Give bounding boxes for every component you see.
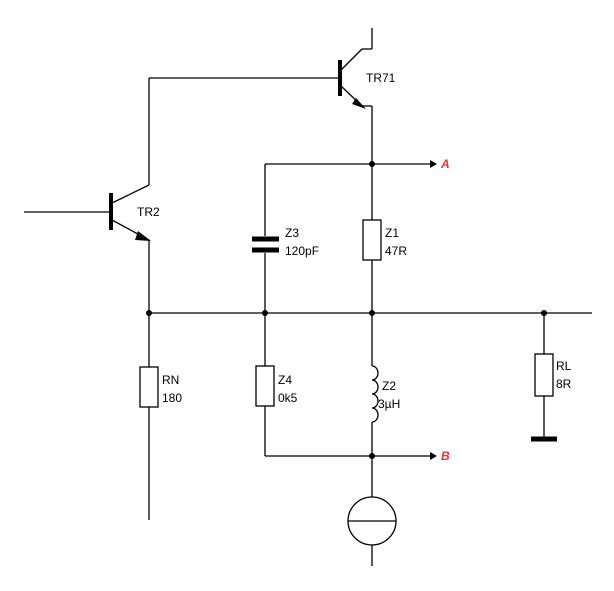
resistor-rn <box>139 366 159 408</box>
resistor-z1 <box>362 219 382 261</box>
junction-dot <box>262 310 268 316</box>
inductor-z2 <box>371 365 379 423</box>
capacitor-z3 <box>252 236 279 253</box>
tr2-emitter-arrow <box>135 231 151 241</box>
transistor-tr71 <box>149 28 373 164</box>
z3-label: Z3 <box>285 226 299 240</box>
rl-value: 8R <box>556 377 572 391</box>
junction-dot <box>369 453 375 459</box>
tr71-emitter-arrow <box>352 98 366 109</box>
rn-value: 180 <box>162 391 182 405</box>
junction-dot <box>146 310 152 316</box>
junction-dot <box>369 161 375 167</box>
z2-label: Z2 <box>382 379 396 393</box>
meter-symbol <box>347 496 397 566</box>
z3-value: 120pF <box>285 244 319 258</box>
junction-dot <box>541 310 547 316</box>
rn-label: RN <box>162 373 179 387</box>
node-b-label: B <box>441 449 450 463</box>
z2-value: 3µH <box>378 397 400 411</box>
node-a-arrow <box>430 160 437 168</box>
z1-value: 47R <box>385 244 407 258</box>
transistor-tr2 <box>24 78 151 313</box>
node-b-arrow <box>430 452 437 460</box>
tr2-label: TR2 <box>137 205 160 219</box>
resistor-z4 <box>255 365 275 407</box>
rl-label: RL <box>556 359 572 373</box>
z1-label: Z1 <box>385 226 399 240</box>
z4-label: Z4 <box>278 373 292 387</box>
tr71-collector-lead <box>340 48 363 71</box>
resistor-rl <box>534 353 554 397</box>
tr2-collector-lead <box>111 184 150 204</box>
junction-dot <box>369 310 375 316</box>
z4-value: 0k5 <box>278 391 298 405</box>
node-a-label: A <box>440 157 450 171</box>
tr71-label: TR71 <box>366 71 396 85</box>
